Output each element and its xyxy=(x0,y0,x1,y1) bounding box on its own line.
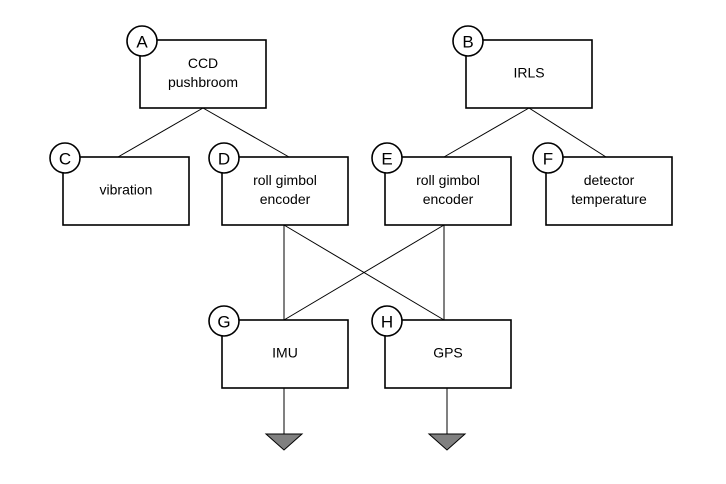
node-badge-letter-a: A xyxy=(136,33,148,52)
node-badge-h xyxy=(371,305,403,337)
node-label-d-line-2: encoder xyxy=(260,191,311,207)
node-badge-letter-g: G xyxy=(217,313,230,332)
node-box-b xyxy=(465,39,593,109)
node-badge-letter-e: E xyxy=(381,150,392,169)
node-badge-letter-b: B xyxy=(462,33,473,52)
node-f: detector temperature F xyxy=(532,142,673,226)
node-c: vibration C xyxy=(49,142,190,226)
node-label-h-line-1: GPS xyxy=(433,345,463,361)
node-badge-letter-f: F xyxy=(543,150,553,169)
node-badge-b xyxy=(452,25,484,57)
node-box-f xyxy=(545,156,673,226)
node-b: IRLS B xyxy=(452,25,593,109)
node-box-c xyxy=(62,156,190,226)
node-g: IMU G xyxy=(208,305,349,389)
node-label-a-line-1: CCD xyxy=(188,55,218,71)
node-badge-f xyxy=(532,142,564,174)
node-label-c-line-1: vibration xyxy=(100,182,153,198)
node-badge-letter-c: C xyxy=(59,150,71,169)
node-label-f-line-1: detector xyxy=(584,172,635,188)
node-label-g-line-1: IMU xyxy=(272,345,298,361)
node-box-e xyxy=(384,156,512,226)
node-h: GPS H xyxy=(371,305,512,389)
node-badge-d xyxy=(208,142,240,174)
node-box-h xyxy=(384,319,512,389)
node-box-d xyxy=(221,156,349,226)
edge-b-e xyxy=(443,107,530,158)
node-badge-c xyxy=(49,142,81,174)
node-label-f-line-2: temperature xyxy=(571,191,647,207)
node-e: roll gimbol encoder E xyxy=(371,142,512,226)
edge-a-d xyxy=(202,107,290,158)
ground-symbol-h xyxy=(427,433,467,451)
node-d: roll gimbol encoder D xyxy=(208,142,349,226)
node-badge-a xyxy=(126,25,158,57)
node-badge-g xyxy=(208,305,240,337)
node-badge-letter-d: D xyxy=(218,150,230,169)
node-label-e-line-2: encoder xyxy=(423,191,474,207)
node-label-b-line-1: IRLS xyxy=(513,65,544,81)
node-box-a xyxy=(139,39,267,109)
node-a: CCD pushbroom A xyxy=(126,25,267,109)
edge-a-c xyxy=(117,107,204,158)
node-label-a-line-2: pushbroom xyxy=(168,74,238,90)
node-badge-letter-h: H xyxy=(381,313,393,332)
edge-b-f xyxy=(528,107,607,158)
ground-symbol-g xyxy=(264,433,304,451)
node-label-d-line-1: roll gimbol xyxy=(253,172,317,188)
node-box-g xyxy=(221,319,349,389)
node-label-e-line-1: roll gimbol xyxy=(416,172,480,188)
edge-e-g xyxy=(283,224,445,321)
node-badge-e xyxy=(371,142,403,174)
edges-layer xyxy=(117,107,607,321)
ground-layer xyxy=(264,388,467,451)
